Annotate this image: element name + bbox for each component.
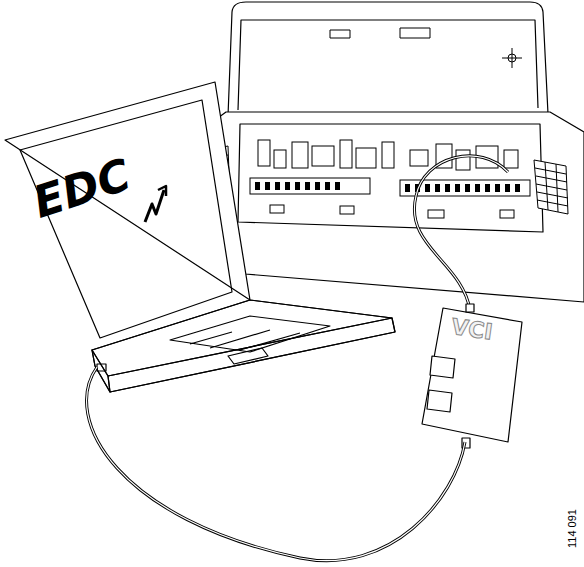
dashboard-body: [188, 112, 584, 302]
central-unit-panel: [238, 124, 543, 232]
open-lid: [228, 2, 548, 116]
cable-core: [87, 367, 465, 561]
lid-rim: [238, 20, 538, 110]
figure-number: 114 091: [566, 509, 578, 548]
fuse-row: [255, 182, 520, 192]
laptop-node: EDC: [0, 75, 400, 395]
relay-components: [250, 140, 530, 196]
diagnostic-cable-core: [414, 156, 508, 310]
device-name: VCI: [450, 316, 494, 344]
device-outline: [5, 82, 395, 392]
air-vents: [200, 146, 568, 214]
device-outline: [422, 308, 522, 442]
diagnostic-cable: [414, 156, 508, 310]
panel-clips: [270, 205, 514, 218]
vci-node: VCI: [415, 300, 530, 450]
node-outline: [0, 75, 400, 395]
cable-connector: [87, 367, 465, 561]
